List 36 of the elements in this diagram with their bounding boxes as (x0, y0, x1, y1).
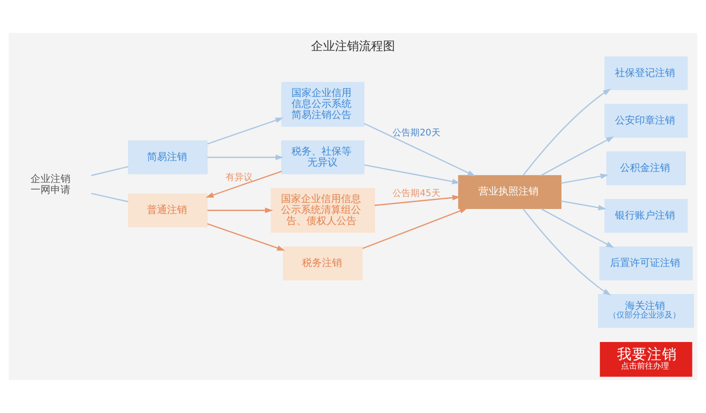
node-box: 普通注销 (128, 193, 208, 228)
arrow (207, 223, 285, 251)
node-box: 税务注销 (283, 246, 363, 280)
node-box: 银行账户注销 (604, 198, 688, 233)
connector (91, 166, 128, 176)
node-box: 社保登记注销 (604, 56, 688, 90)
edge-label: 有异议 (226, 173, 253, 184)
arrow (540, 208, 614, 248)
node-box: 公积金注销 (606, 151, 686, 186)
node-box: 公安印章注销 (604, 104, 688, 138)
arrow (561, 173, 608, 184)
arrow (207, 154, 284, 160)
arrow (364, 164, 460, 184)
arrow (207, 118, 284, 145)
arrow (522, 208, 611, 296)
node-box: 海关注销 （仅部分企业涉及） (598, 294, 694, 328)
arrow (522, 88, 611, 176)
edge-label: 公告期20天 (392, 128, 440, 138)
node-box: 国家企业信用信息公示系统清算组公告、债权人公告 (270, 188, 375, 233)
arrow (206, 170, 282, 198)
node-box: 营业执照注销 (458, 175, 562, 210)
node-box: 国家企业信用信息公示系统简易注销公告 (281, 82, 364, 127)
arrow (207, 208, 273, 214)
arrow (374, 194, 460, 206)
node-box: 我要注销 点击前往办理 (600, 342, 692, 377)
node-text: 企业注销一网申请 (30, 174, 71, 196)
diagram-title: 企业注销流程图 (311, 38, 395, 53)
arrow (561, 200, 606, 210)
arrow (364, 122, 476, 176)
node-box: 简易注销 (128, 140, 208, 174)
node-box: 后置许可证注销 (599, 246, 693, 280)
edge-label: 公告期45天 (392, 188, 440, 199)
connector (91, 192, 128, 202)
arrow (540, 136, 614, 176)
arrow (362, 208, 468, 250)
node-box: 税务、社保等无异议 (281, 140, 364, 174)
